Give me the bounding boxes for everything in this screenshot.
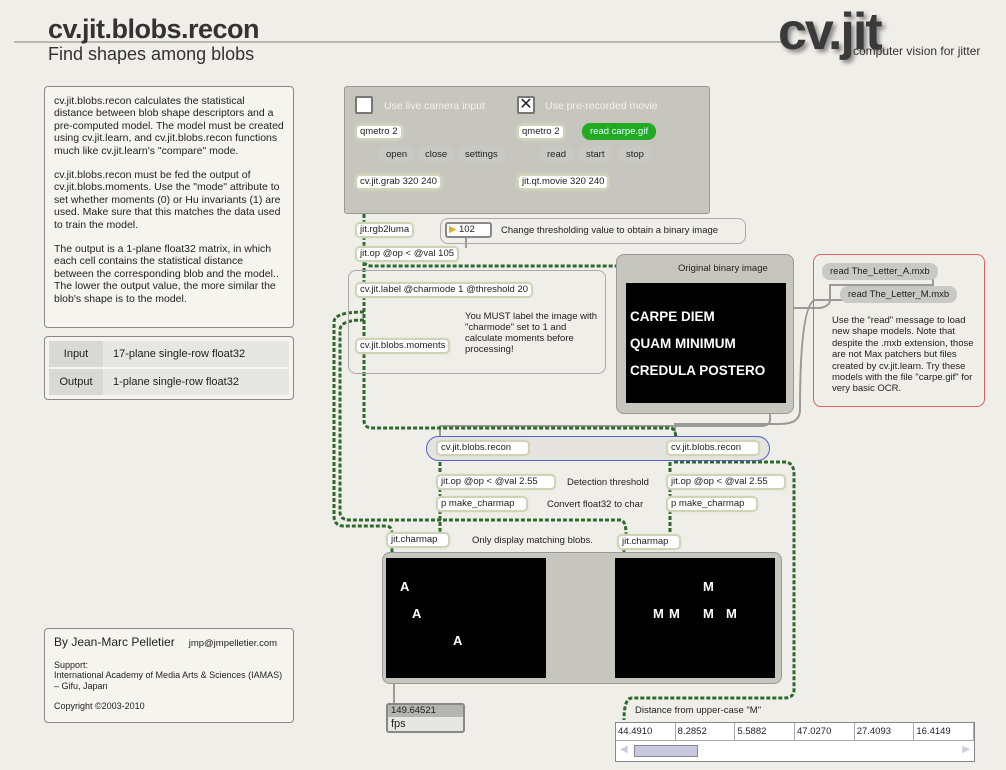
match-letter: A [412,606,422,621]
open-message[interactable]: open [378,146,416,163]
title-underline [14,41,784,43]
label-group [348,270,606,374]
page-title: cv.jit.blobs.recon [48,14,260,44]
match-letter: M [653,606,664,621]
distance-cell[interactable]: 16.4149 [914,723,975,740]
distance-cell[interactable]: 5.5882 [735,723,796,740]
rgb2luma-object[interactable]: jit.rgb2luma [355,222,415,238]
jit-op-detect-m[interactable]: jit.op @op < @val 2.55 [666,474,786,490]
convert-comment: Convert float32 to char [547,499,644,510]
io-key: Input [49,341,103,367]
description-para: cv.jit.blobs.recon must be fed the outpu… [54,169,281,231]
movie-toggle[interactable]: ✕ [517,96,535,114]
read-letter-a-message[interactable]: read The_Letter_A.mxb [822,263,938,280]
description-para: cv.jit.blobs.recon calculates the statis… [54,95,284,157]
support-location: – Gifu, Japan [54,680,108,691]
description-box: cv.jit.blobs.recon calculates the statis… [44,86,294,328]
stop-message[interactable]: stop [618,146,652,163]
settings-message[interactable]: settings [457,146,506,163]
qmetro-camera[interactable]: qmetro 2 [355,124,403,140]
io-value: 17-plane single-row float32 [103,341,289,367]
match-letter: A [400,579,410,594]
threshold-group [440,218,746,244]
page-subtitle: Find shapes among blobs [48,44,255,64]
read-models-group [813,254,985,407]
author-email[interactable]: jmp@jmpelletier.com [188,638,278,649]
logo: cv.jit [778,3,883,61]
label-comment: You MUST label the image with "charmode"… [465,311,598,355]
binary-image-display: CARPE DIEM QUAM MINIMUM CREDULA POSTERO [626,283,786,403]
read-comment: Use the "read" message to load new shape… [832,315,974,395]
movie-toggle-label: Use pre-recorded movie [545,100,658,112]
make-charmap-a[interactable]: p make_charmap [436,496,528,512]
cv-jit-blobs-recon-m[interactable]: cv.jit.blobs.recon [666,440,760,456]
cv-jit-blobs-recon-a[interactable]: cv.jit.blobs.recon [436,440,530,456]
triangle-icon: ▶ [449,224,457,235]
horizontal-scrollbar[interactable]: ◀ ▶ [616,741,974,761]
distance-cell[interactable]: 47.0270 [795,723,855,740]
display-comment: Only display matching blobs. [472,535,593,546]
jit-op-threshold-object[interactable]: jit.op @op < @val 105 [355,246,460,262]
jit-charmap-m[interactable]: jit.charmap [617,534,681,550]
fps-meter: 149.64521 fps [386,703,465,733]
threshold-number-box[interactable]: ▶ 102 [445,222,492,238]
qmetro-movie[interactable]: qmetro 2 [517,124,565,140]
binary-line: QUAM MINIMUM [630,336,736,351]
jit-op-detect-a[interactable]: jit.op @op < @val 2.55 [436,474,556,490]
fps-label: fps [391,718,406,730]
io-key: Output [49,369,103,395]
threshold-value: 102 [458,224,475,235]
fps-value: 149.64521 [388,705,463,717]
distance-cell[interactable]: 44.4910 [616,723,676,740]
support-label: Support: [54,659,89,670]
match-letter: M [703,579,714,594]
jit-qt-movie-object[interactable]: jit.qt.movie 320 240 [517,174,610,190]
distance-table[interactable]: 44.4910 8.2852 5.5882 47.0270 27.4093 16… [615,722,975,762]
camera-toggle[interactable] [355,96,373,114]
checkmark-x-icon: ✕ [519,96,533,113]
match-letter: M [669,606,680,621]
start-message[interactable]: start [578,146,613,163]
output-display-m: M M M M M [615,558,775,678]
scroll-right-icon[interactable]: ▶ [962,744,970,755]
jit-charmap-a[interactable]: jit.charmap [386,532,450,548]
cv-jit-blobs-moments-object[interactable]: cv.jit.blobs.moments [355,338,451,354]
detection-comment: Detection threshold [567,477,649,488]
scroll-left-icon[interactable]: ◀ [620,744,628,755]
distance-cell[interactable]: 8.2852 [676,723,736,740]
author-box: By Jean-Marc Pelletier jmp@jmpelletier.co… [44,628,294,723]
binary-line: CREDULA POSTERO [630,363,766,378]
copyright: Copyright ©2003-2010 [54,701,145,711]
binary-image-title: Original binary image [678,263,768,274]
match-letter: A [453,633,463,648]
description-para: The output is a 1-plane float32 matrix, … [54,243,279,305]
cv-jit-label-object[interactable]: cv.jit.label @charmode 1 @threshold 20 [355,282,534,298]
match-letter: M [703,606,714,621]
logo-tagline: computer vision for jitter [853,44,981,58]
cv-jit-grab-object[interactable]: cv.jit.grab 320 240 [355,174,442,190]
read-letter-m-message[interactable]: read The_Letter_M.mxb [840,286,958,303]
scrollbar-thumb[interactable] [634,745,698,757]
make-charmap-m[interactable]: p make_charmap [666,496,758,512]
output-display-a: A A A [386,558,546,678]
distance-comment: Distance from upper-case "M" [635,705,762,716]
camera-toggle-label: Use live camera input [384,100,485,112]
read-message[interactable]: read [539,146,575,163]
author-name: By Jean-Marc Pelletier [54,635,175,649]
binary-line: CARPE DIEM [630,309,715,324]
read-carpe-message[interactable]: read carpe.gif [582,123,657,140]
threshold-comment: Change thresholding value to obtain a bi… [501,225,719,236]
distance-cell[interactable]: 27.4093 [855,723,915,740]
io-value: 1-plane single-row float32 [103,369,289,395]
support-org: International Academy of Media Arts & Sc… [54,670,283,680]
close-message[interactable]: close [417,146,456,163]
match-letter: M [726,606,737,621]
